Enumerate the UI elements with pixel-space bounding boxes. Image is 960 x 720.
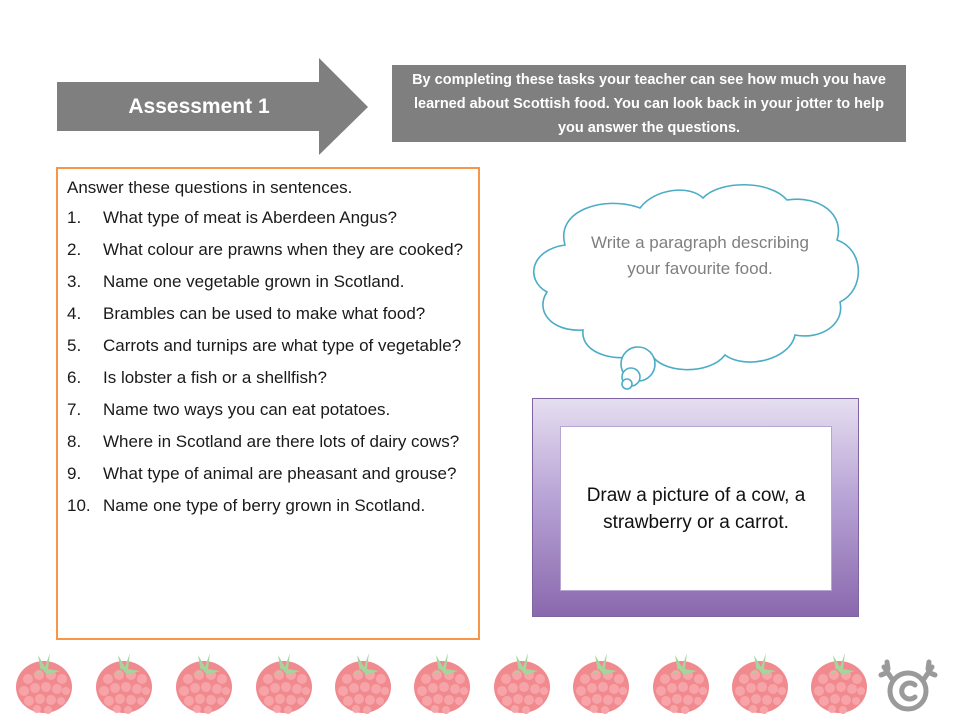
question-number: 4. bbox=[67, 304, 82, 323]
raspberry-icon bbox=[649, 645, 713, 717]
raspberry-icon bbox=[569, 645, 633, 717]
question-text: What type of animal are pheasant and gro… bbox=[103, 464, 457, 483]
question-item: 1. What type of meat is Aberdeen Angus? bbox=[67, 205, 470, 231]
question-text: Brambles can be used to make what food? bbox=[103, 304, 426, 323]
question-number: 8. bbox=[67, 432, 82, 451]
raspberry-icon bbox=[92, 645, 156, 717]
question-item: 3. Name one vegetable grown in Scotland. bbox=[67, 269, 470, 295]
raspberry-border bbox=[12, 645, 952, 720]
question-number: 7. bbox=[67, 400, 82, 419]
question-number: 5. bbox=[67, 336, 82, 355]
thought-cloud-icon bbox=[532, 183, 860, 390]
thought-cloud: Write a paragraph describing your favour… bbox=[525, 180, 865, 395]
draw-task-box: Draw a picture of a cow, a strawberry or… bbox=[560, 426, 832, 591]
question-text: Is lobster a fish or a shellfish? bbox=[103, 368, 327, 387]
question-text: What colour are prawns when they are coo… bbox=[103, 240, 464, 259]
question-text: What type of meat is Aberdeen Angus? bbox=[103, 208, 397, 227]
question-item: 4. Brambles can be used to make what food… bbox=[67, 301, 470, 327]
raspberry-icon bbox=[490, 645, 554, 717]
questions-heading: Answer these questions in sentences. bbox=[67, 178, 353, 197]
question-item: 2. What colour are prawns when they are c… bbox=[67, 237, 470, 263]
question-text: Name one vegetable grown in Scotland. bbox=[103, 272, 405, 291]
raspberry-icon bbox=[410, 645, 474, 717]
question-number: 9. bbox=[67, 464, 82, 483]
question-number: 6. bbox=[67, 368, 82, 387]
question-text: Name two ways you can eat potatoes. bbox=[103, 400, 391, 419]
question-item: 8. Where in Scotland are there lots of da… bbox=[67, 429, 470, 455]
raspberry-icon bbox=[252, 645, 316, 717]
raspberry-icon bbox=[728, 645, 792, 717]
assessment-arrow: Assessment 1 bbox=[57, 58, 369, 156]
question-item: 6. Is lobster a fish or a shellfish? bbox=[67, 365, 470, 391]
draw-task-text: Draw a picture of a cow, a strawberry or… bbox=[586, 484, 806, 533]
raspberry-icon bbox=[331, 645, 395, 717]
moose-copyright-icon bbox=[878, 659, 938, 712]
question-text: Carrots and turnips are what type of veg… bbox=[103, 336, 462, 355]
raspberry-icon bbox=[12, 645, 76, 717]
draw-task-frame: Draw a picture of a cow, a strawberry or… bbox=[532, 398, 859, 617]
raspberry-icon bbox=[172, 645, 236, 717]
question-item: 5. Carrots and turnips are what type of v… bbox=[67, 333, 470, 359]
intro-instructions: By completing these tasks your teacher c… bbox=[392, 65, 906, 142]
question-item: 9. What type of animal are pheasant and g… bbox=[67, 461, 470, 487]
question-item: 10. Name one type of berry grown in Scotl… bbox=[67, 493, 470, 519]
question-number: 10. bbox=[67, 496, 91, 515]
question-text: Name one type of berry grown in Scotland… bbox=[103, 496, 426, 515]
questions-panel: Answer these questions in sentences. 1. W… bbox=[56, 167, 480, 640]
assessment-title: Assessment 1 bbox=[128, 95, 270, 118]
questions-list: 1. What type of meat is Aberdeen Angus? 2… bbox=[67, 205, 470, 519]
intro-text: By completing these tasks your teacher c… bbox=[412, 71, 886, 136]
question-number: 1. bbox=[67, 208, 82, 227]
cloud-prompt: Write a paragraph describing your favour… bbox=[591, 233, 809, 278]
raspberry-icon bbox=[807, 645, 871, 717]
question-number: 3. bbox=[67, 272, 82, 291]
question-text: Where in Scotland are there lots of dair… bbox=[103, 432, 460, 451]
arrow-shape-icon bbox=[57, 58, 368, 155]
question-number: 2. bbox=[67, 240, 82, 259]
question-item: 7. Name two ways you can eat potatoes. bbox=[67, 397, 470, 423]
